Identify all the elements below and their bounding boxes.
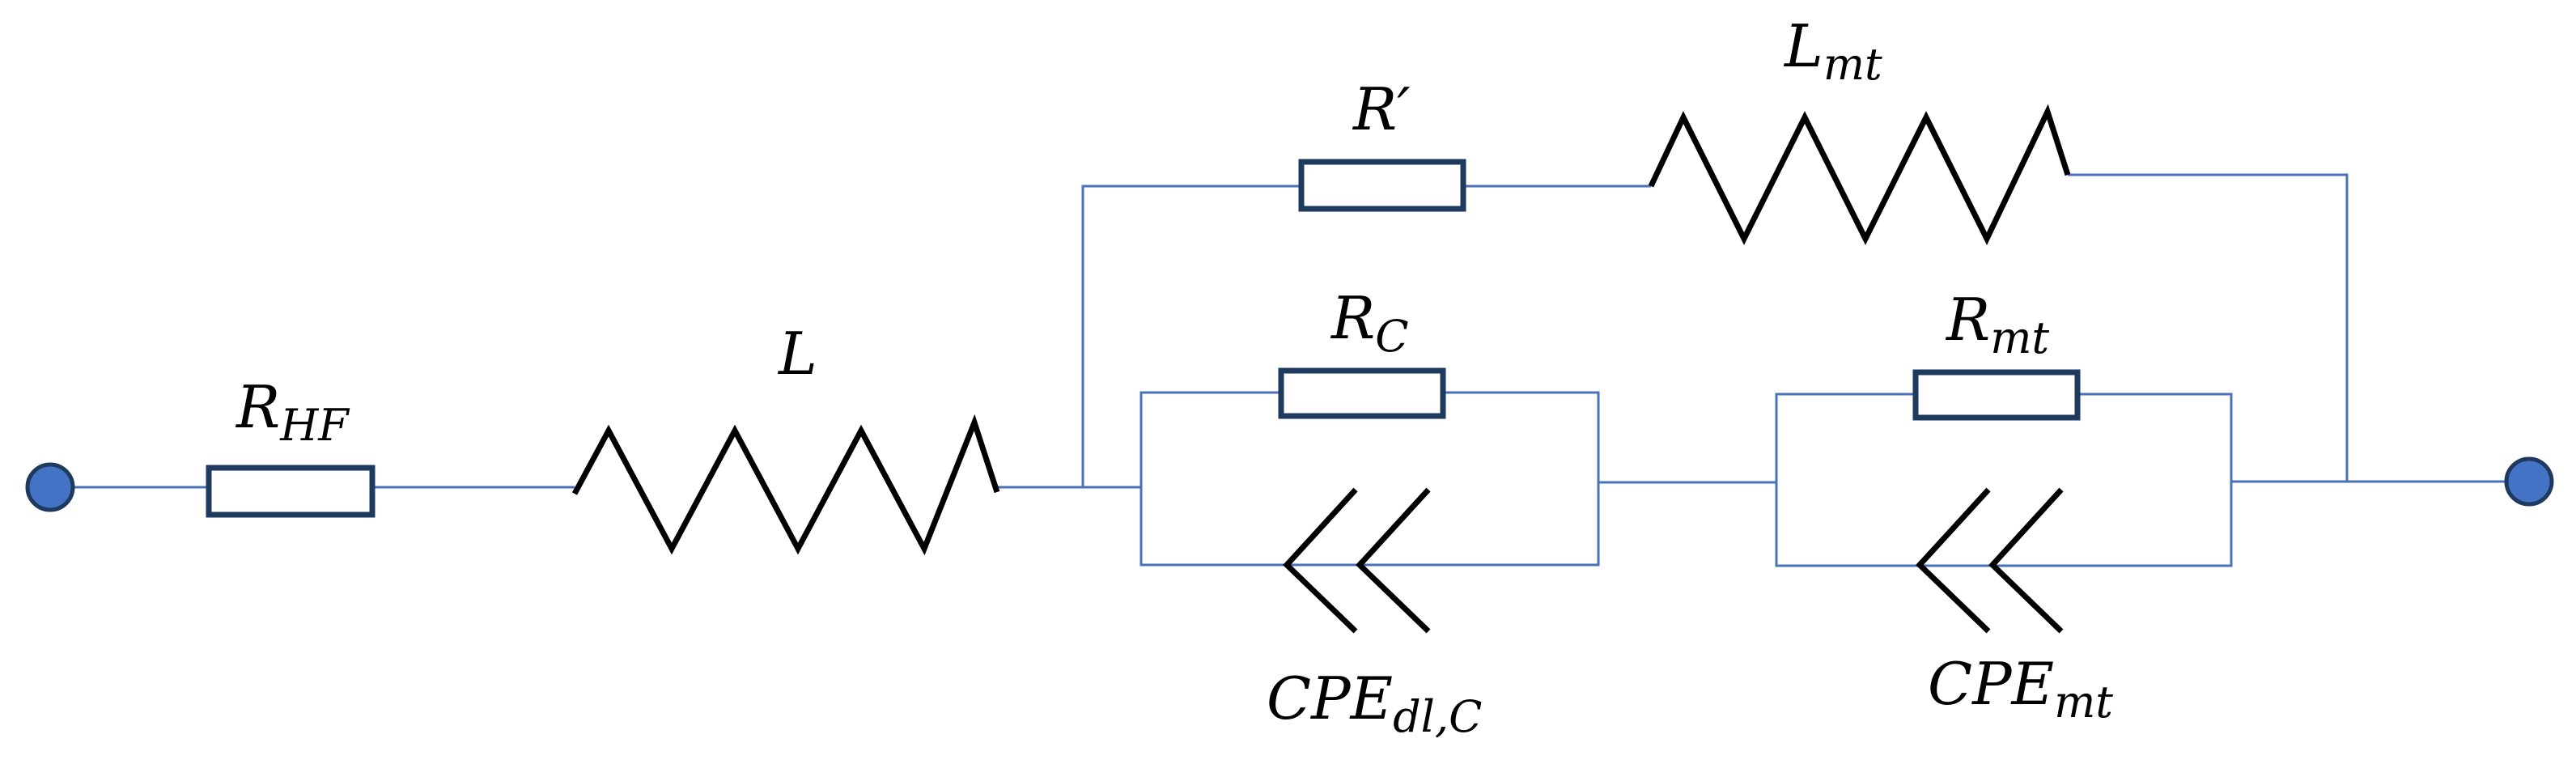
label-rprime: R′ xyxy=(1352,75,1411,143)
label-rhf: RHF xyxy=(235,373,350,451)
label-cpe-dl-c: CPEdl,C xyxy=(1267,664,1482,742)
label-rmt: Rmt xyxy=(1945,286,2049,363)
wire-top-branch-right xyxy=(2068,173,2349,482)
cpe-mt-symbol xyxy=(1916,487,2064,634)
label-l: L xyxy=(777,320,817,388)
resistor-rc xyxy=(1278,367,1446,419)
resistor-rhf xyxy=(206,465,376,518)
resistor-rmt xyxy=(1912,369,2081,421)
inductor-lmt xyxy=(1648,104,2071,245)
label-rc: RC xyxy=(1330,284,1409,362)
inductor-l xyxy=(571,414,1000,556)
left-terminal xyxy=(25,462,75,512)
cpe-dl-c-symbol xyxy=(1283,487,1431,634)
right-terminal xyxy=(2504,456,2554,507)
resistor-rprime xyxy=(1298,159,1466,212)
wires xyxy=(50,173,2529,567)
wire-top-branch-left xyxy=(1081,185,1301,487)
label-lmt: Lmt xyxy=(1783,12,1882,90)
label-cpe-mt: CPEmt xyxy=(1928,650,2113,728)
